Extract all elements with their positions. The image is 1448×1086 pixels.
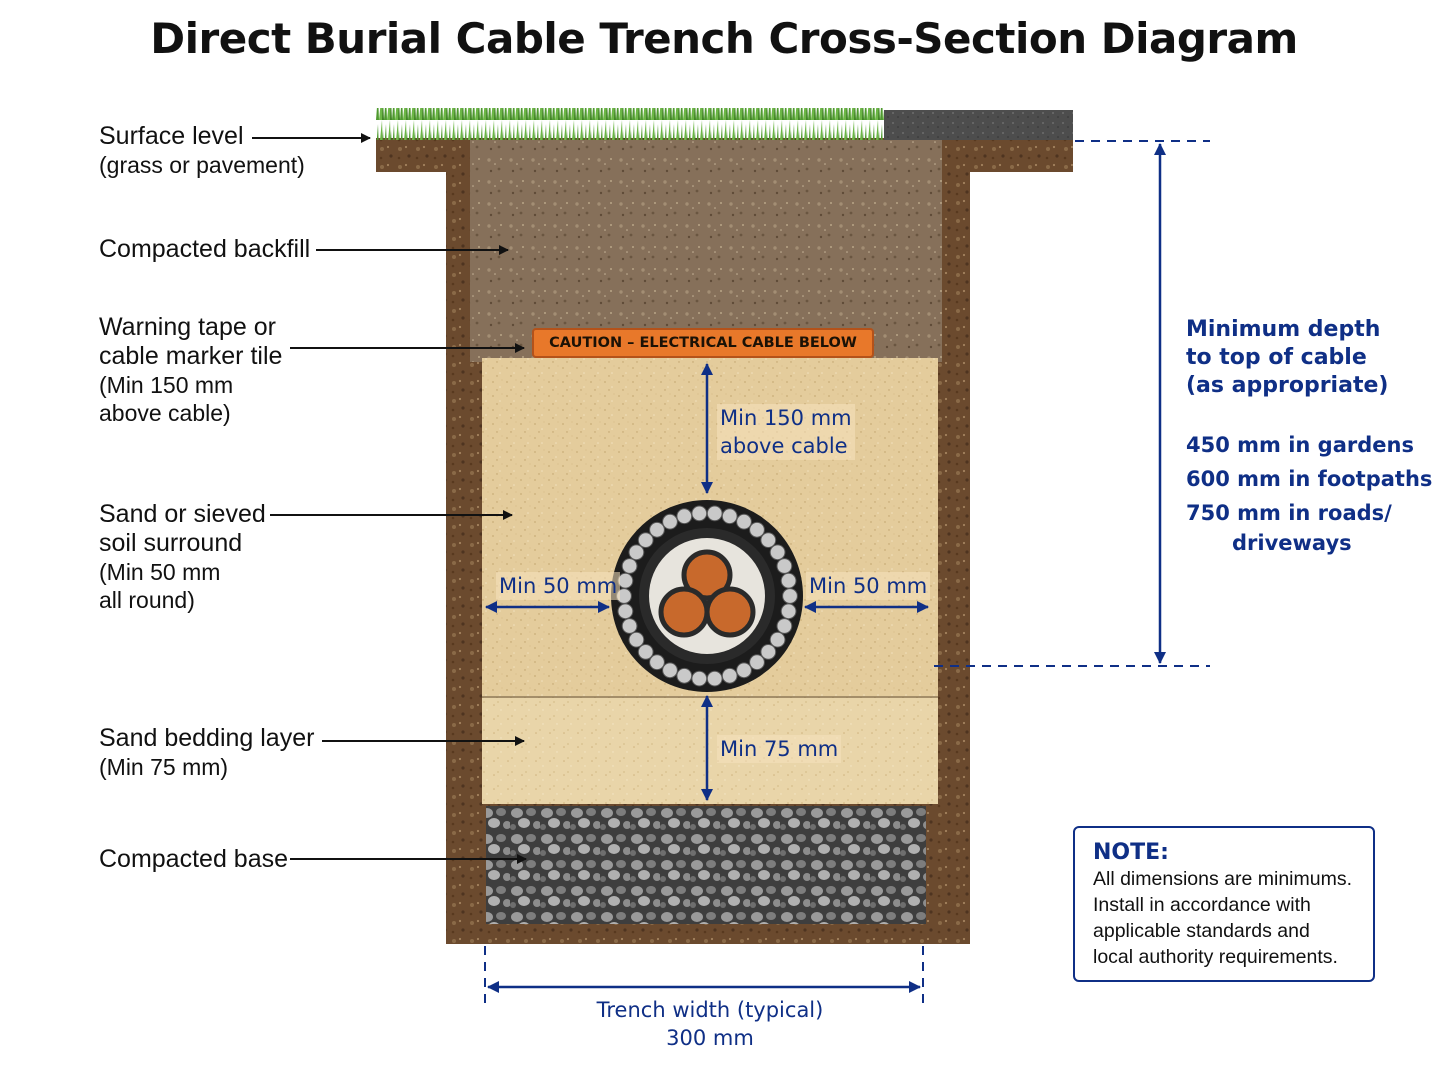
armour-wire [769,631,786,648]
label-sand-line-2: soil surround [99,529,243,557]
armour-wire [721,508,738,525]
armour-wire [691,505,708,522]
armour-wire [649,521,665,538]
label-bedding-name: Sand bedding layer [99,724,315,752]
pavement-surface [884,110,1073,140]
label-backfill-name: Compacted backfill [99,235,311,263]
note-line-2: Install in accordance with [1093,894,1311,916]
armour-wire [760,644,777,660]
warning-tape [532,328,874,358]
note-heading: NOTE: [1093,840,1169,865]
label-surface-name: Surface level [99,122,244,150]
min-depth-roads: 750 mm in roads/ [1186,501,1392,525]
min-depth-gardens: 450 mm in gardens [1186,433,1414,457]
cable [611,500,803,692]
armour-wire [706,505,723,522]
label-base-name: Compacted base [99,845,289,873]
label-warning-note-1: (Min 150 mm [99,372,234,398]
note-line-1: All dimensions are minimums. [1093,868,1352,890]
armour-wire [721,667,738,684]
note-box: NOTE: All dimensions are minimums. Insta… [1073,826,1375,982]
label-sand-bedding: Sand bedding layer (Min 75 mm) [99,724,314,781]
label-warning-tape: Warning tape or cable marker tile (Min 1… [99,313,282,427]
minimum-depth-heading: Minimum depth to top of cable (as approp… [1186,316,1388,400]
cable-core-2 [658,586,710,638]
armour-wire [691,670,708,687]
label-warning-line-2: cable marker tile [99,342,283,370]
page-title: Direct Burial Cable Trench Cross-Section… [150,14,1298,63]
dimension-extension-lines [484,140,1210,1004]
armour-wire [649,654,665,671]
armour-wire [662,513,678,530]
armour-wire [617,603,634,620]
armour-wire [780,572,797,589]
dim-above-line-1: Min 150 mm [720,406,852,430]
armour-wire [776,618,793,634]
dim-above-cable-label: Min 150 mm above cable [717,404,855,460]
label-sand-line-1: Sand or sieved [99,500,266,528]
armour-wire [782,588,798,604]
armour-wire [769,544,786,561]
armour-wire [637,532,654,548]
label-warning-line-1: Warning tape or [99,313,276,341]
armour-wire [662,662,678,679]
armour-wire [736,662,752,679]
armour-wire [706,670,723,687]
minimum-depth-list: 450 mm in gardens 600 mm in footpaths 75… [1186,428,1432,556]
note-line-4: local authority requirements. [1093,946,1338,968]
dimension-arrows [485,143,1166,993]
armour-wire [736,513,752,530]
note-line-3: applicable standards and [1093,920,1310,942]
armour-wire [749,521,765,538]
label-compacted-backfill: Compacted backfill [99,235,310,264]
min-depth-heading-1: Minimum depth [1186,317,1381,342]
armour-wire [621,618,638,634]
armour-wire [676,667,693,684]
dim-right-label: Min 50 mm [806,572,931,600]
cable-core-1 [681,549,733,601]
armour-wire [760,532,777,548]
armour-wire [776,558,793,574]
label-sand-note-1: (Min 50 mm [99,559,221,585]
compacted-backfill-layer [470,140,942,362]
min-depth-heading-2: to top of cable [1186,345,1367,370]
sand-bedding-layer [482,698,938,804]
cable-core-3 [704,586,756,638]
compacted-base-layer [486,806,926,924]
trench-width-line-1: Trench width (typical) [596,998,824,1022]
cable-armour-wires [616,505,798,687]
armour-wire [628,544,645,561]
min-depth-heading-3: (as appropriate) [1186,373,1389,398]
label-surface-note: (grass or pavement) [99,152,305,178]
dim-left-label: Min 50 mm [496,572,621,600]
label-compacted-base: Compacted base [99,845,288,874]
label-sand-note-2: all round) [99,587,195,613]
label-sand-surround: Sand or sieved soil surround (Min 50 mm … [99,500,266,614]
dim-above-line-2: above cable [720,434,848,458]
armour-wire [780,603,797,620]
armour-wire [676,508,693,525]
warning-tape-text: CAUTION – ELECTRICAL CABLE BELOW [549,335,857,351]
label-warning-note-2: above cable) [99,400,231,426]
grass-surface [376,108,884,140]
label-surface-level: Surface level (grass or pavement) [99,122,305,179]
armour-wire [637,644,654,660]
min-depth-roads-continued: driveways [1232,531,1352,555]
label-leaders [252,133,527,864]
min-depth-footpaths: 600 mm in footpaths [1186,467,1433,491]
armour-wire [621,558,638,574]
armour-wire [749,654,765,671]
dim-below-cable-label: Min 75 mm [717,735,842,763]
armour-wire [628,631,645,648]
trench-width-line-2: 300 mm [666,1026,754,1050]
label-bedding-note: (Min 75 mm) [99,754,229,780]
trench-width-label: Trench width (typical) 300 mm [560,996,860,1052]
